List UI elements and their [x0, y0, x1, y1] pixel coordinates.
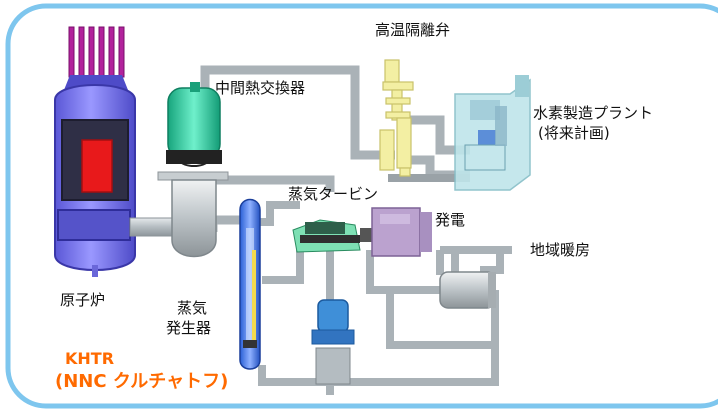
pump [311, 299, 355, 385]
frame-border [5, 3, 718, 409]
high-temp-isolation-valve [379, 59, 414, 177]
label-steam-generator-line2: 発生器 [166, 319, 212, 337]
label-hydrogen-plant-line2: (将来計画) [538, 124, 610, 142]
steam-generator [239, 198, 261, 370]
label-district-heating: 地域暖房 [530, 241, 591, 259]
hydrogen-production-plant [454, 75, 531, 191]
label-power-generation: 発電 [435, 211, 466, 229]
reactor [54, 26, 186, 277]
generator [371, 207, 432, 257]
label-steam-turbine: 蒸気タービン [288, 185, 379, 203]
intermediate-heat-exchanger [157, 82, 229, 258]
steam-turbine [292, 219, 372, 253]
label-high-temp-isolation-valve: 高温隔離弁 [375, 21, 451, 39]
label-reactor: 原子炉 [60, 291, 106, 309]
label-khtr: KHTR [65, 349, 115, 368]
control-rods [68, 26, 125, 78]
label-steam-generator-line1: 蒸気 [177, 299, 208, 317]
label-intermediate-heat-exchanger: 中間熱交換器 [215, 79, 306, 97]
label-hydrogen-plant-line1: 水素製造プラント [533, 104, 654, 122]
district-heating-exchanger [439, 271, 496, 309]
label-nnc-kurchatov: (NNC クルチャトフ) [55, 371, 229, 392]
